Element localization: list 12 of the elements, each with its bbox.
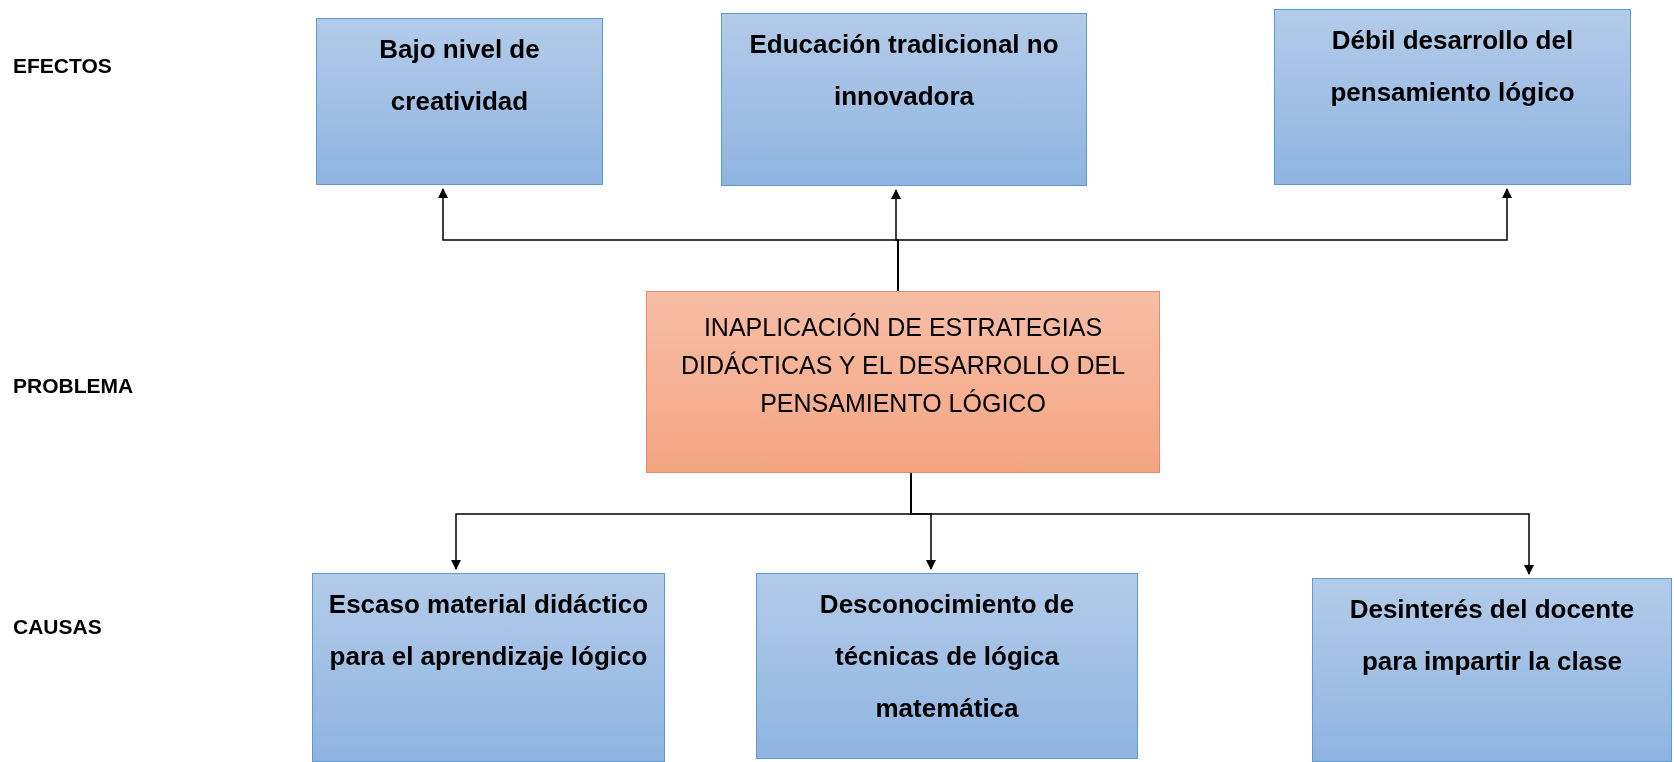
concept-box: Escaso material didáctico para el aprendizaje lógico bbox=[312, 573, 665, 762]
problem-box: INAPLICACIÓN DE ESTRATEGIAS DIDÁCTICAS Y EL DESARROLLO DEL PENSAMIENTO LÓGICO bbox=[646, 291, 1160, 473]
concept-box: Débil desarrollo del pensamiento lógico bbox=[1274, 9, 1631, 185]
concept-box: Desinterés del docente para impartir la clase bbox=[1312, 578, 1672, 762]
row-label: CAUSAS bbox=[13, 614, 102, 640]
connector-arrow bbox=[910, 472, 1534, 575]
connector-arrow bbox=[897, 188, 1512, 292]
row-label: PROBLEMA bbox=[13, 373, 134, 399]
concept-box: Bajo nivel de creatividad bbox=[316, 18, 603, 185]
concept-box: Desconocimiento de técnicas de lógica matemática bbox=[756, 573, 1138, 759]
row-label: EFECTOS bbox=[13, 53, 112, 79]
concept-box: Educación tradicional no innovadora bbox=[721, 13, 1087, 186]
